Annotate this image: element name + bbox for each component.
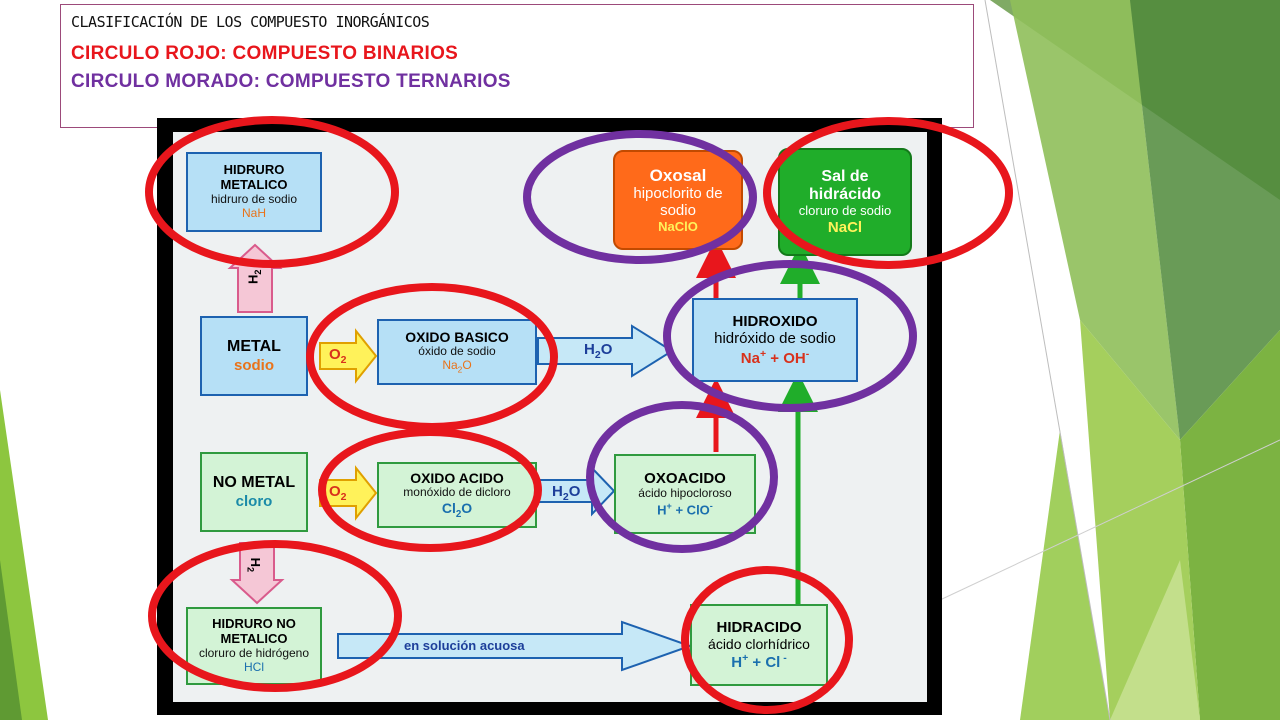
node-title: METALICO xyxy=(220,631,288,647)
node-title: HIDRURO xyxy=(223,162,285,178)
arrow-h2-down xyxy=(229,542,285,605)
label-h2-down: H2 xyxy=(245,557,264,573)
label-h2-up: H2 xyxy=(245,269,264,285)
label-o2-metal: O2 xyxy=(329,346,347,366)
label-h2o-hidroxido: H2O xyxy=(584,341,613,361)
node-name: monóxido de dicloro xyxy=(403,485,511,500)
node-title: HIDROXIDO xyxy=(732,313,818,331)
slide-title: CLASIFICACIÓN DE LOS COMPUESTO INORGÁNIC… xyxy=(71,13,430,31)
label-h2o-oxoacido: H2O xyxy=(552,483,581,503)
node-hidracido: HIDRACIDO ácido clorhídrico H+ + Cl - xyxy=(690,604,828,686)
node-formula: Na+ + OH- xyxy=(740,347,810,367)
node-formula: NaCl xyxy=(827,219,863,237)
node-name: hidruro de sodio xyxy=(210,192,298,207)
node-oxoacido: OXOACIDO ácido hipocloroso H+ + ClO- xyxy=(614,454,756,534)
node-name: sodio xyxy=(234,356,274,374)
node-hidroxido: HIDROXIDO hidróxido de sodio Na+ + OH- xyxy=(692,298,858,382)
label-solucion-acuosa: en solución acuosa xyxy=(404,638,525,653)
node-oxido-basico: OXIDO BASICO óxido de sodio Na2O xyxy=(377,319,537,385)
label-o2-nometal: O2 xyxy=(329,483,347,503)
node-title: HIDRURO NO xyxy=(212,616,296,632)
node-name: hidróxido de sodio xyxy=(714,330,836,348)
node-title: OXIDO BASICO xyxy=(405,329,509,346)
node-name: cloruro de hidrógeno xyxy=(198,646,310,661)
node-title: OXOACIDO xyxy=(644,469,726,487)
node-title: METAL xyxy=(227,338,281,356)
node-title: Sal de xyxy=(821,167,869,185)
node-metal: METAL sodio xyxy=(200,316,308,396)
node-hidruro-metalico: HIDRURO METALICO hidruro de sodio NaH xyxy=(186,152,322,232)
node-name: ácido hipocloroso xyxy=(638,486,732,501)
node-oxosal: Oxosal hipoclorito de sodio NaClO xyxy=(613,150,743,250)
node-formula: Na2O xyxy=(442,357,472,375)
node-no-metal: NO METAL cloro xyxy=(200,452,308,532)
node-sal-hidracido: Sal de hidrácido cloruro de sodio NaCl xyxy=(778,148,912,256)
node-name: cloro xyxy=(235,492,273,510)
node-formula: NaH xyxy=(241,205,266,220)
node-name: cloruro de sodio xyxy=(798,203,892,219)
node-title: NO METAL xyxy=(212,474,296,492)
node-title: METALICO xyxy=(220,177,288,193)
node-name: óxido de sodio xyxy=(418,344,496,359)
node-title: Oxosal xyxy=(649,165,707,185)
node-title: HIDRACIDO xyxy=(716,618,802,636)
node-title: OXIDO ACIDO xyxy=(410,470,504,487)
node-title: hidrácido xyxy=(808,185,881,203)
legend-purple-text: CIRCULO MORADO: COMPUESTO TERNARIOS xyxy=(71,71,511,92)
node-name: hipoclorito de xyxy=(633,185,723,203)
node-name: sodio xyxy=(660,202,696,220)
node-formula: HCl xyxy=(244,659,264,674)
legend-red-text: CIRCULO ROJO: COMPUESTO BINARIOS xyxy=(71,43,459,64)
node-formula: H+ + ClO- xyxy=(657,500,713,518)
node-formula: Cl2O xyxy=(441,499,473,520)
title-box: CLASIFICACIÓN DE LOS COMPUESTO INORGÁNIC… xyxy=(60,4,974,128)
node-oxido-acido: OXIDO ACIDO monóxido de dicloro Cl2O xyxy=(377,462,537,528)
node-formula: NaClO xyxy=(658,218,698,234)
node-hidruro-no-metalico: HIDRURO NO METALICO cloruro de hidrógeno… xyxy=(186,607,322,685)
node-name: ácido clorhídrico xyxy=(708,635,810,652)
node-formula: H+ + Cl - xyxy=(731,652,787,672)
